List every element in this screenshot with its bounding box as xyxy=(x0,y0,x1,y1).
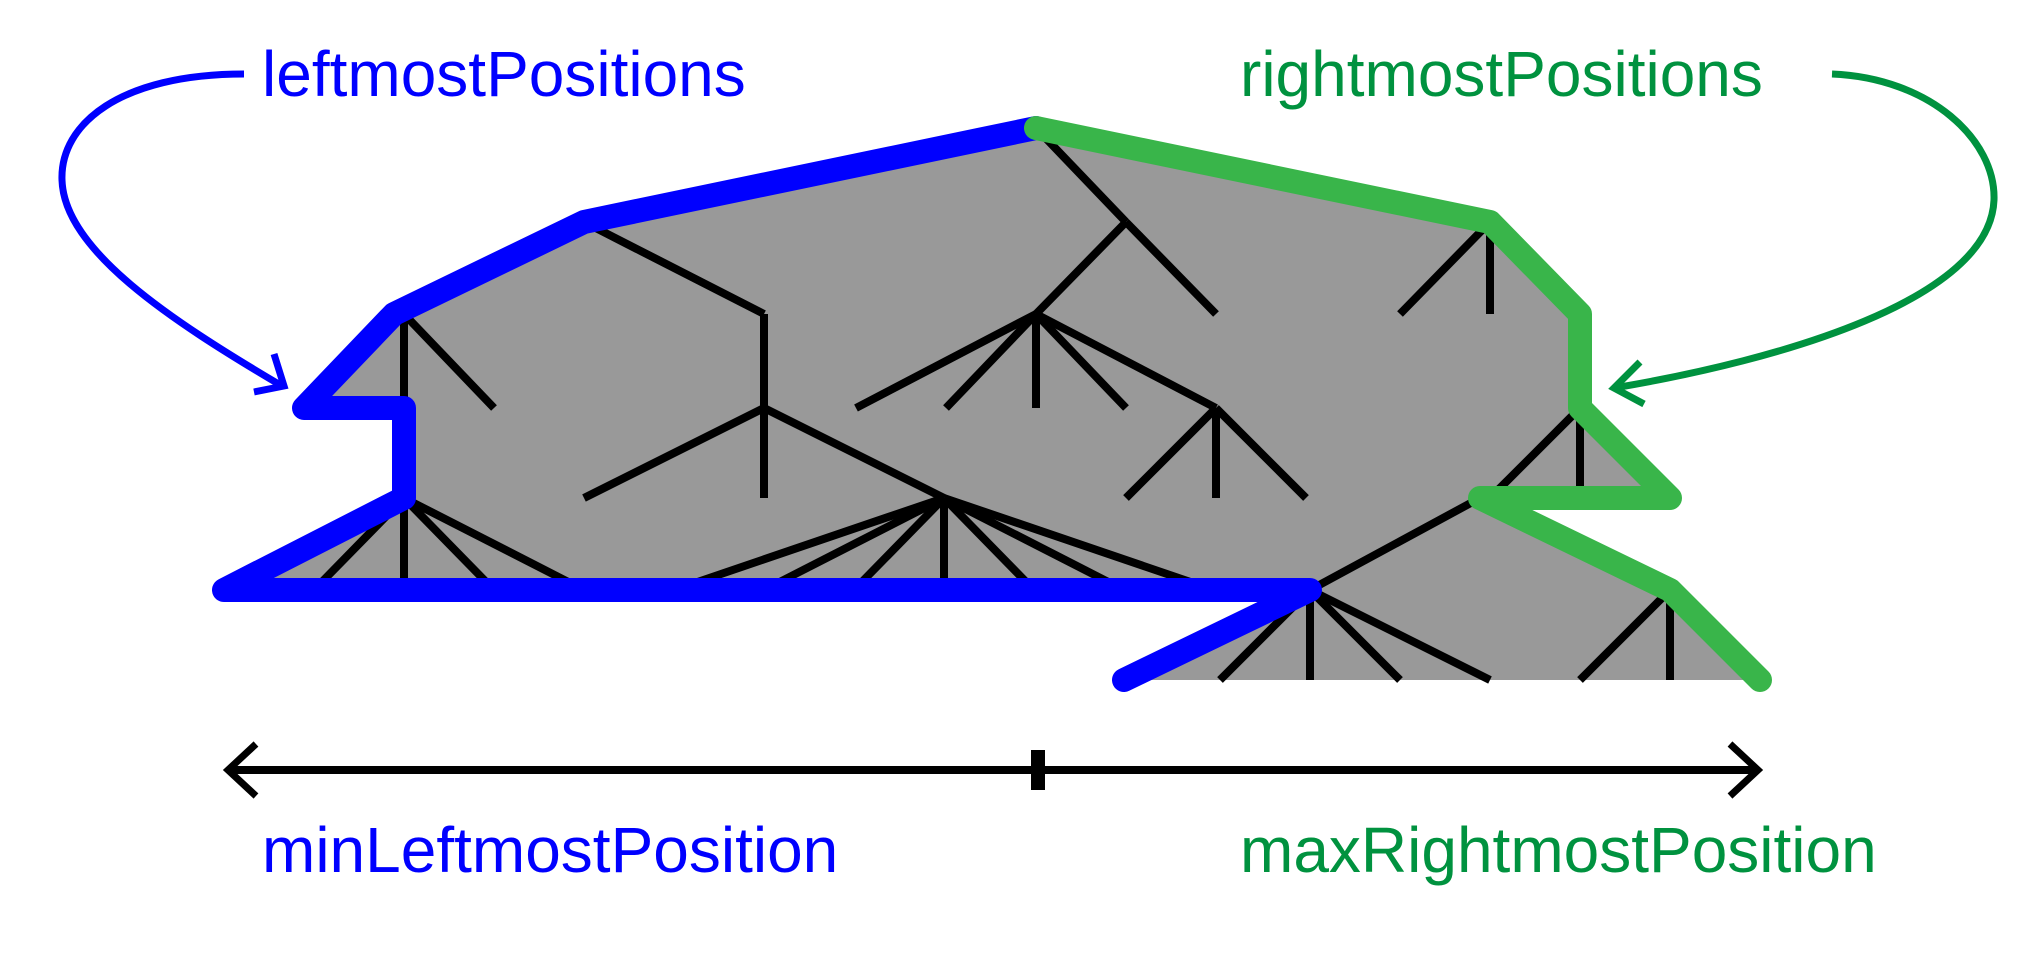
leftmost-contour xyxy=(212,116,1322,692)
rightmost-positions-label: rightmostPositions xyxy=(1240,38,1763,110)
extent-arrow xyxy=(222,741,1764,799)
leftmost-arrow xyxy=(58,70,284,390)
leftmost-positions-label: leftmostPositions xyxy=(262,38,746,110)
rightmost-arrow xyxy=(1613,70,1998,392)
max-rightmost-position-label: maxRightmostPosition xyxy=(1240,814,1877,886)
rightmost-contour xyxy=(1024,116,1772,692)
tree-edges xyxy=(311,125,1674,684)
leftmost-arrowhead xyxy=(253,352,289,396)
min-leftmost-position-label: minLeftmostPosition xyxy=(262,814,838,886)
tree-region xyxy=(224,128,1760,680)
rightmost-arrowhead xyxy=(1608,359,1646,408)
